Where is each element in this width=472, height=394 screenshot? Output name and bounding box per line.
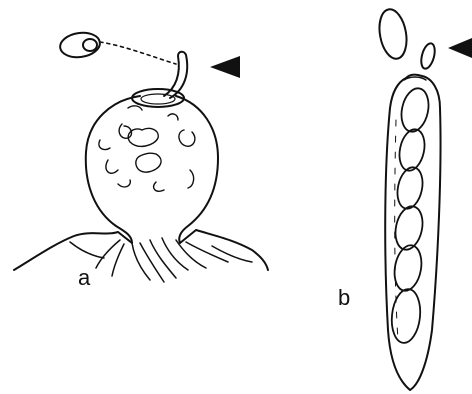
ascus-outline bbox=[385, 75, 440, 390]
internal-contents bbox=[99, 106, 195, 191]
ejected-spore bbox=[59, 30, 102, 59]
substrate bbox=[14, 230, 268, 270]
spore-inner-mark bbox=[83, 39, 97, 51]
panel-label-b: b bbox=[338, 285, 350, 310]
apical-body bbox=[419, 42, 437, 70]
discharged-spore bbox=[376, 7, 410, 61]
basal-hyphae bbox=[70, 238, 252, 282]
discharge-trajectory bbox=[100, 42, 176, 64]
panel-b-drawing bbox=[376, 7, 441, 390]
arrowhead-icon bbox=[448, 38, 472, 58]
arrowhead-icon bbox=[210, 56, 240, 78]
panel-label-a: a bbox=[78, 265, 91, 290]
